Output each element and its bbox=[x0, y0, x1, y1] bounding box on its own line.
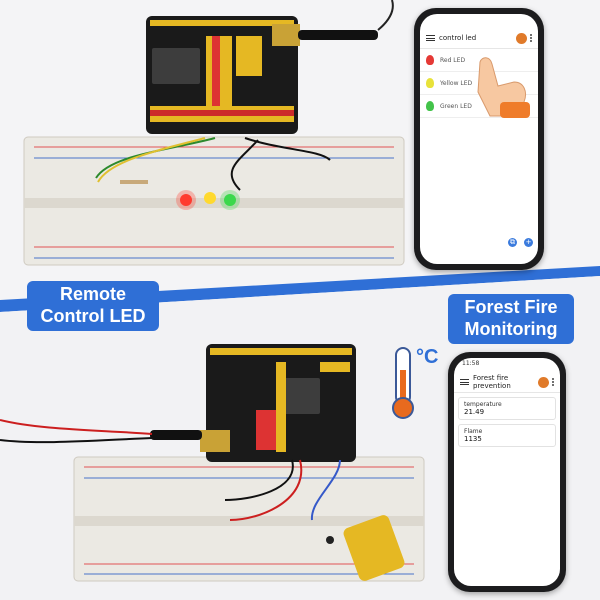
status-bar: 11:58 bbox=[462, 360, 480, 367]
card-value: 1135 bbox=[464, 435, 482, 443]
remote-label-line1: Remote bbox=[59, 284, 126, 304]
thermometer-icon bbox=[392, 347, 414, 419]
phone-bottom-screen: 11:58 Forest fire prevention temperature… bbox=[454, 358, 560, 586]
card-label: temperature bbox=[464, 401, 502, 408]
yellow-bulb-icon bbox=[426, 78, 434, 88]
pointing-hand-icon bbox=[477, 57, 530, 118]
menu-icon[interactable] bbox=[460, 378, 469, 387]
app-bar: control led bbox=[420, 28, 538, 49]
cloud-icon[interactable] bbox=[538, 376, 549, 388]
card-value: 21.49 bbox=[464, 408, 485, 416]
more-options-icon[interactable] bbox=[530, 33, 532, 43]
app-bar: Forest fire prevention bbox=[454, 372, 560, 393]
forest-label-line2: Monitoring bbox=[464, 319, 558, 339]
temperature-card[interactable]: temperature 21.49 bbox=[458, 397, 556, 420]
remote-control-led-label: Remote Control LED bbox=[27, 281, 159, 331]
red-bulb-icon bbox=[426, 55, 434, 65]
phone-bottom: 11:58 Forest fire prevention temperature… bbox=[448, 352, 566, 592]
esp32-board-bottom bbox=[150, 344, 356, 462]
forest-fire-monitoring-label: Forest Fire Monitoring bbox=[448, 294, 574, 344]
cloud-icon[interactable] bbox=[516, 32, 527, 44]
app-title: control led bbox=[439, 34, 477, 42]
led-row-green[interactable]: Green LED bbox=[420, 95, 538, 118]
status-bar bbox=[420, 14, 538, 28]
led-label: Yellow LED bbox=[440, 79, 473, 87]
card-label: Flame bbox=[464, 428, 483, 435]
app-title: Forest fire prevention bbox=[473, 374, 511, 390]
forest-label-line1: Forest Fire bbox=[464, 297, 558, 317]
copy-fab[interactable]: ⧉ bbox=[508, 238, 517, 247]
remote-label-line2: Control LED bbox=[40, 306, 146, 326]
esp32-board-top bbox=[146, 16, 378, 134]
flame-card[interactable]: Flame 1135 bbox=[458, 424, 556, 447]
green-bulb-icon bbox=[426, 101, 434, 111]
menu-icon[interactable] bbox=[426, 34, 435, 43]
led-label: Red LED bbox=[440, 56, 466, 64]
led-label: Green LED bbox=[440, 102, 472, 110]
more-options-icon[interactable] bbox=[552, 377, 554, 387]
phone-top-screen: control led Red LED Yellow LED Green LED… bbox=[420, 14, 538, 264]
add-fab[interactable]: + bbox=[524, 238, 533, 247]
phone-top: control led Red LED Yellow LED Green LED… bbox=[414, 8, 544, 270]
celsius-label: °C bbox=[416, 346, 439, 368]
